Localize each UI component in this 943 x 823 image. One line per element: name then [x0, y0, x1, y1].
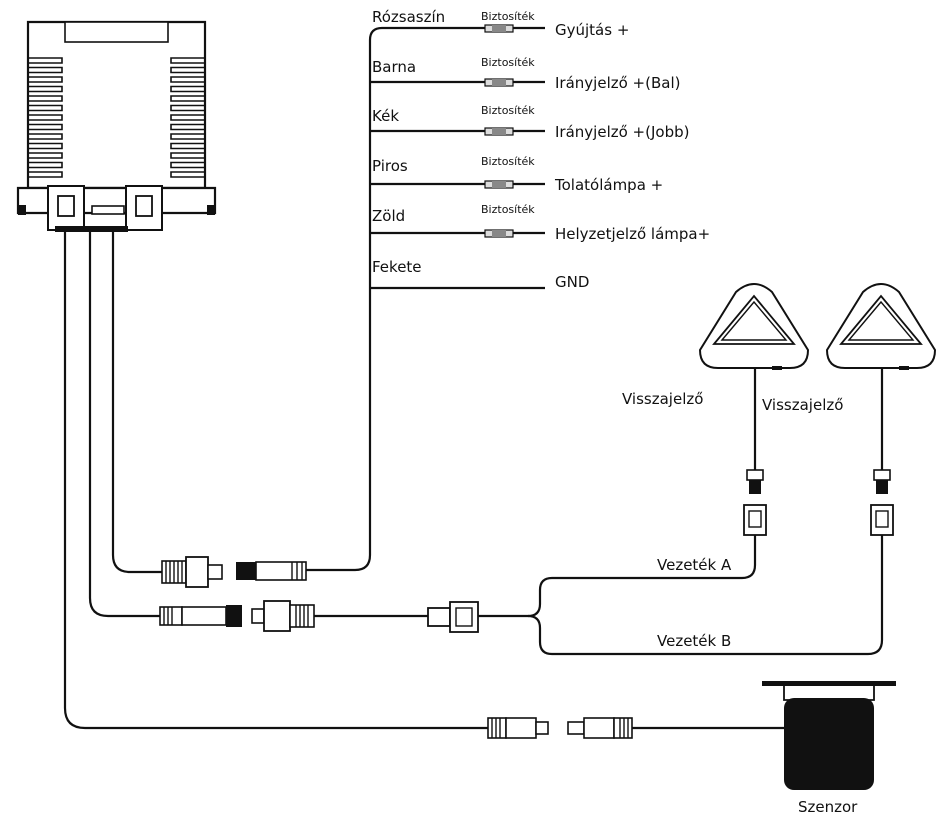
cooling-fin: [28, 104, 63, 112]
cooling-fin: [170, 104, 205, 112]
cooling-fin: [28, 171, 63, 178]
fuse-label: Biztosíték: [481, 10, 535, 23]
cooling-fin: [170, 152, 205, 159]
control-unit: [16, 20, 217, 232]
unit-cables: [63, 232, 488, 730]
indicator-left-label: Visszajelző: [622, 390, 703, 408]
indicator-right-label: Visszajelző: [762, 396, 843, 414]
fuse-row: [484, 24, 514, 238]
fuse-label: Biztosíték: [481, 56, 535, 69]
cooling-fin: [170, 76, 205, 83]
wire-target-label: Irányjelző +(Bal): [555, 74, 680, 92]
fuse-label: Biztosíték: [481, 155, 535, 168]
cooling-fin: [28, 133, 63, 140]
wire-color-label: Barna: [372, 58, 416, 76]
wire-target-label: Gyújtás +: [555, 21, 629, 39]
fuse-label: Biztosíték: [481, 203, 535, 216]
cooling-fin: [170, 95, 205, 102]
cooling-fin: [28, 66, 63, 74]
cooling-fin: [28, 123, 63, 131]
cooling-fin: [28, 95, 63, 102]
cooling-fin: [170, 85, 205, 93]
fuse-icon: [484, 78, 514, 87]
sensor-label: Szenzor: [798, 798, 858, 816]
cooling-fin: [28, 152, 63, 159]
indicator-left: [698, 283, 810, 536]
wire-target-label: Irányjelző +(Jobb): [555, 123, 689, 141]
fuse-icon: [484, 180, 514, 189]
cooling-fin: [170, 171, 205, 178]
wire-target-label: Tolatólámpa +: [554, 176, 663, 194]
junction-connector: [427, 535, 884, 656]
cable-b-label: Vezeték B: [657, 632, 731, 650]
cooling-fin: [28, 85, 63, 93]
wire-target-label: GND: [555, 273, 589, 291]
cooling-fin: [28, 57, 63, 64]
connector-pair-upper: [161, 556, 307, 588]
fuse-icon: [484, 24, 514, 33]
cooling-fin: [170, 114, 205, 121]
cooling-fin: [28, 161, 63, 169]
cable-a-label: Vezeték A: [657, 556, 732, 574]
connector-pair-lower: [159, 600, 428, 632]
sensor: [762, 681, 896, 790]
wire-target-label: Helyzetjelző lámpa+: [555, 225, 710, 243]
wire-color-label: Kék: [372, 107, 399, 125]
cooling-fin: [28, 142, 63, 150]
connector-pair-sensor: [487, 717, 784, 739]
wire-color-label: Rózsaszín: [372, 8, 445, 26]
fuse-icon: [484, 127, 514, 136]
cooling-fin: [28, 76, 63, 83]
wire-color-label: Zöld: [372, 207, 405, 225]
fuse-label: Biztosíték: [481, 104, 535, 117]
cooling-fin: [170, 57, 205, 64]
wire-color-label: Piros: [372, 157, 408, 175]
cooling-fin: [28, 114, 63, 121]
cooling-fin: [170, 142, 205, 150]
wire-color-label: Fekete: [372, 258, 422, 276]
cooling-fin: [170, 66, 205, 74]
indicator-right: [825, 283, 937, 536]
cooling-fin: [170, 133, 205, 140]
cooling-fin: [170, 123, 205, 131]
cooling-fin: [170, 161, 205, 169]
fuse-icon: [484, 229, 514, 238]
